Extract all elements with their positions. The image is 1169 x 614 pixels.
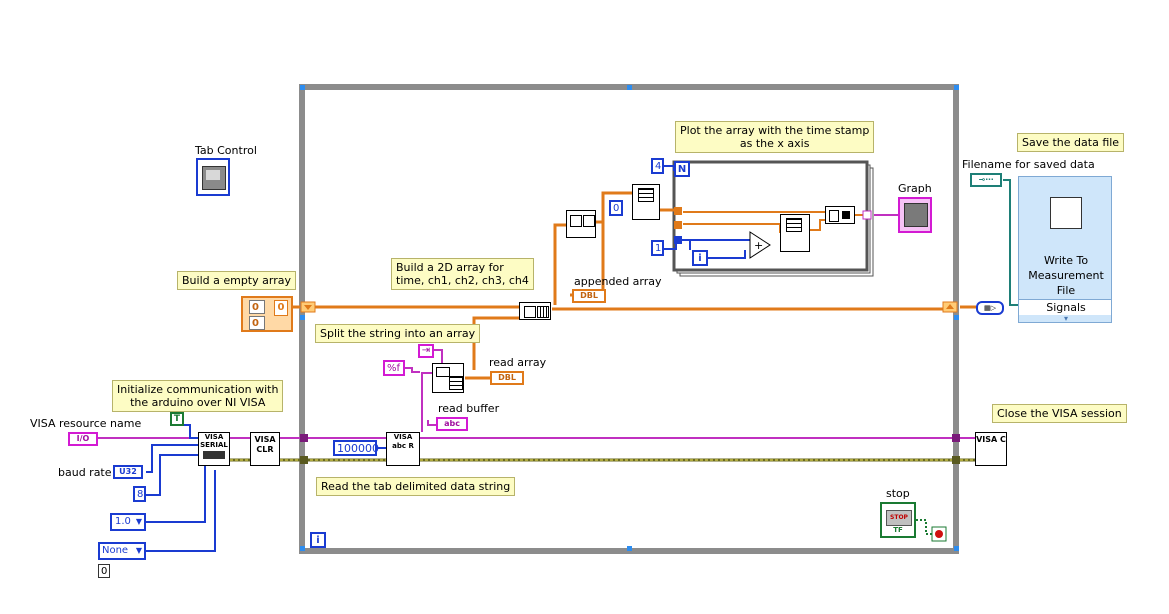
comment-read-tab-delimited: Read the tab delimited data string <box>316 477 516 496</box>
parity-value: None <box>102 545 129 556</box>
read-buffer-indicator[interactable]: abc <box>436 417 468 431</box>
format-string-constant[interactable]: %f <box>383 360 405 376</box>
comment-plot-array: Plot the array with the time stamp as th… <box>675 121 875 153</box>
visa-resource-name-control[interactable]: I/O <box>68 432 98 446</box>
spreadsheet-string-to-array[interactable] <box>432 363 464 393</box>
visa-close-title: VISA C <box>976 435 1006 444</box>
delimiter-constant[interactable]: ⇥ <box>418 344 434 358</box>
bundle-node[interactable] <box>825 206 855 224</box>
visa-read-title: VISA abc R <box>392 433 414 450</box>
comment-line: time, ch1, ch2, ch3, ch4 <box>396 274 529 287</box>
visa-serial-title: VISA SERIAL <box>200 433 228 449</box>
stop-button-face[interactable]: STOP <box>886 510 912 526</box>
write-to-measurement-file[interactable]: Write To Measurement File Signals ▾ <box>1018 176 1112 323</box>
read-buffer-label: read buffer <box>438 402 500 415</box>
true-constant[interactable]: T <box>170 412 184 426</box>
stop-button-tf: TF <box>893 526 903 534</box>
visa-clr-title: VISA CLR <box>254 435 276 454</box>
baud-rate-label: baud rate <box>58 466 112 479</box>
comment-split-string: Split the string into an array <box>315 324 481 343</box>
comment-close-visa: Close the VISA session <box>992 404 1127 423</box>
build-array-node[interactable] <box>519 302 551 320</box>
array-index[interactable]: 0 <box>249 316 265 330</box>
stop-bits-constant[interactable]: 1.0 ▼ <box>110 513 146 531</box>
filename-path-constant[interactable]: ⊸⋯ <box>970 173 1002 187</box>
stop-bits-value: 1.0 <box>115 516 131 527</box>
convert-to-dynamic-data[interactable]: ▦▷ <box>976 301 1004 315</box>
empty-array-constant[interactable]: 0 0 0 <box>241 296 293 332</box>
comment-line: the arduino over NI VISA <box>130 396 266 409</box>
stop-button-terminal[interactable]: STOP TF <box>880 502 916 538</box>
graph-indicator[interactable] <box>898 197 932 233</box>
tab-control-label: Tab Control <box>195 144 257 157</box>
write-file-title-line: File <box>1056 284 1076 297</box>
comment-line: Plot the array with the time stamp <box>680 124 870 137</box>
add-function-icon[interactable] <box>749 231 771 259</box>
read-array-label: read array <box>489 356 547 369</box>
loop-count-terminal[interactable]: N <box>674 161 690 177</box>
tab-control-terminal[interactable] <box>196 158 230 196</box>
iteration-terminal[interactable]: i <box>692 250 708 266</box>
signals-input-label[interactable]: Signals <box>1019 299 1111 315</box>
flow-control-constant[interactable]: 0 <box>98 564 110 578</box>
dropdown-arrow-icon[interactable]: ▼ <box>135 517 142 526</box>
visa-resource-name-label: VISA resource name <box>30 417 142 430</box>
comment-line: as the x axis <box>739 137 810 150</box>
comment-init-communication: Initialize communication with the arduin… <box>112 380 284 412</box>
one-constant[interactable]: 1 <box>651 240 664 256</box>
while-iteration-terminal[interactable]: i <box>310 532 326 548</box>
appended-array-label: appended array <box>574 275 662 288</box>
comment-line: Build a 2D array for <box>396 261 504 274</box>
graph-label: Graph <box>898 182 932 195</box>
data-bits-constant[interactable]: 8 <box>133 486 146 502</box>
comment-build-empty-array: Build a empty array <box>177 271 296 290</box>
array-index[interactable]: 0 <box>249 300 265 314</box>
expand-arrow-icon[interactable]: ▾ <box>1063 314 1068 323</box>
visa-read[interactable]: VISA abc R <box>386 432 420 466</box>
visa-configure-serial-port[interactable]: VISA SERIAL <box>198 432 230 466</box>
array-subset-node[interactable] <box>632 184 660 220</box>
read-array-indicator[interactable]: DBL <box>490 371 524 385</box>
svg-text:+: + <box>754 239 763 252</box>
zero-constant[interactable]: 0 <box>609 200 623 216</box>
appended-array-indicator[interactable]: DBL <box>572 289 606 303</box>
stop-label: stop <box>886 487 910 500</box>
visa-clear[interactable]: VISA CLR <box>250 432 280 466</box>
baud-rate-control[interactable]: U32 <box>113 465 143 479</box>
write-file-title-line: Write To <box>1043 254 1089 267</box>
write-file-title-line: Measurement <box>1028 269 1104 282</box>
comment-save-data-file: Save the data file <box>1017 133 1125 152</box>
visa-close[interactable]: VISA C <box>975 432 1007 466</box>
index-array-node[interactable] <box>780 214 810 252</box>
comment-line: Initialize communication with <box>117 383 279 396</box>
array-element[interactable]: 0 <box>274 300 288 316</box>
write-file-icon <box>1050 197 1082 229</box>
byte-count-constant[interactable]: 100000 <box>333 440 379 456</box>
comment-build-2d-array: Build a 2D array for time, ch1, ch2, ch3… <box>391 258 534 290</box>
filename-label: Filename for saved data <box>962 158 1095 171</box>
dropdown-arrow-icon[interactable]: ▼ <box>135 546 142 555</box>
loop-count-constant[interactable]: 4 <box>651 158 664 174</box>
write-file-title: Write To Measurement File <box>1019 253 1111 298</box>
parity-constant[interactable]: None ▼ <box>98 542 146 560</box>
transpose-2d-array[interactable] <box>566 210 596 238</box>
